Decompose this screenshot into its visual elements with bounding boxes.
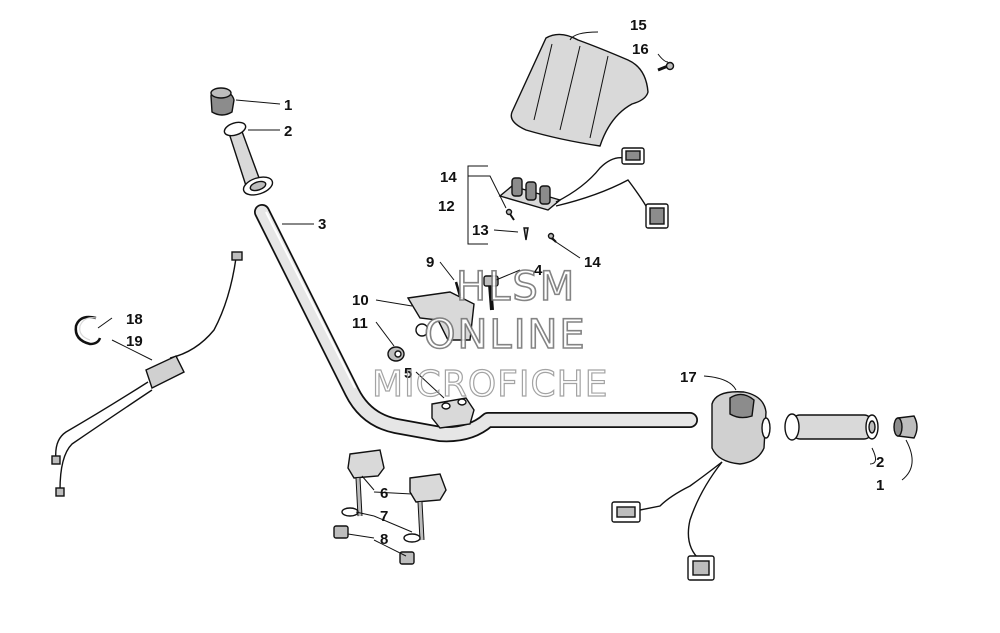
callout-11: 11: [352, 315, 368, 332]
callout-19: 19: [126, 333, 143, 350]
callout-12: 12: [438, 198, 455, 215]
switch-housing-part: [611, 391, 771, 581]
bracket-bolt-part: [483, 275, 499, 311]
callout-2-right: 2: [876, 454, 884, 471]
throttle-cable-part: [51, 251, 243, 497]
left-grip-end-part: [210, 87, 235, 116]
callout-14-upper: 14: [440, 169, 457, 186]
nut-part: [333, 525, 415, 565]
callout-17: 17: [680, 369, 697, 386]
windshield-screw-part: [657, 61, 675, 72]
callout-3: 3: [318, 216, 326, 233]
callout-15: 15: [630, 17, 647, 34]
callout-6: 6: [380, 485, 388, 502]
callout-5: 5: [404, 365, 412, 382]
cable-clip-part: [74, 315, 102, 346]
handlebar-part: [254, 204, 698, 443]
watermark: HLSM ONLINE MICROFICHE: [371, 263, 608, 405]
switch-block-part: [498, 147, 669, 229]
callout-16: 16: [632, 41, 649, 58]
right-grip-end-part: [893, 415, 918, 439]
watermark-line-3: MICROFICHE: [372, 364, 608, 405]
watermark-line-1: HLSM: [456, 264, 576, 310]
callout-9: 9: [426, 254, 434, 271]
switch-bracket-screw-part: [505, 208, 557, 243]
mounting-bracket-part: [406, 291, 475, 341]
group-bracket-12: [467, 165, 488, 245]
lower-clamp-part: [347, 449, 447, 541]
callout-10: 10: [352, 292, 369, 309]
bracket-screw-part: [454, 281, 462, 297]
callout-4: 4: [534, 262, 543, 279]
right-grip-part: [784, 413, 879, 441]
left-grip-part: [223, 121, 274, 196]
callout-labels: 1 2 3 2 1 15 16 14 12 13 14 9 4 10 11 5 …: [126, 17, 884, 548]
callout-2-left: 2: [284, 123, 292, 140]
callout-13: 13: [472, 222, 489, 239]
callout-18: 18: [126, 311, 143, 328]
callout-7: 7: [380, 508, 388, 525]
watermark-line-2: ONLINE: [424, 312, 587, 358]
windshield-part: [510, 33, 649, 147]
leader-lines: [97, 31, 913, 557]
callout-8: 8: [380, 531, 388, 548]
upper-clamp-part: [431, 397, 475, 429]
grommet-part: [387, 346, 405, 362]
callout-1-left: 1: [284, 97, 292, 114]
callout-1-right: 1: [876, 477, 884, 494]
callout-14-lower: 14: [584, 254, 601, 271]
switch-clip-part: [523, 227, 529, 241]
